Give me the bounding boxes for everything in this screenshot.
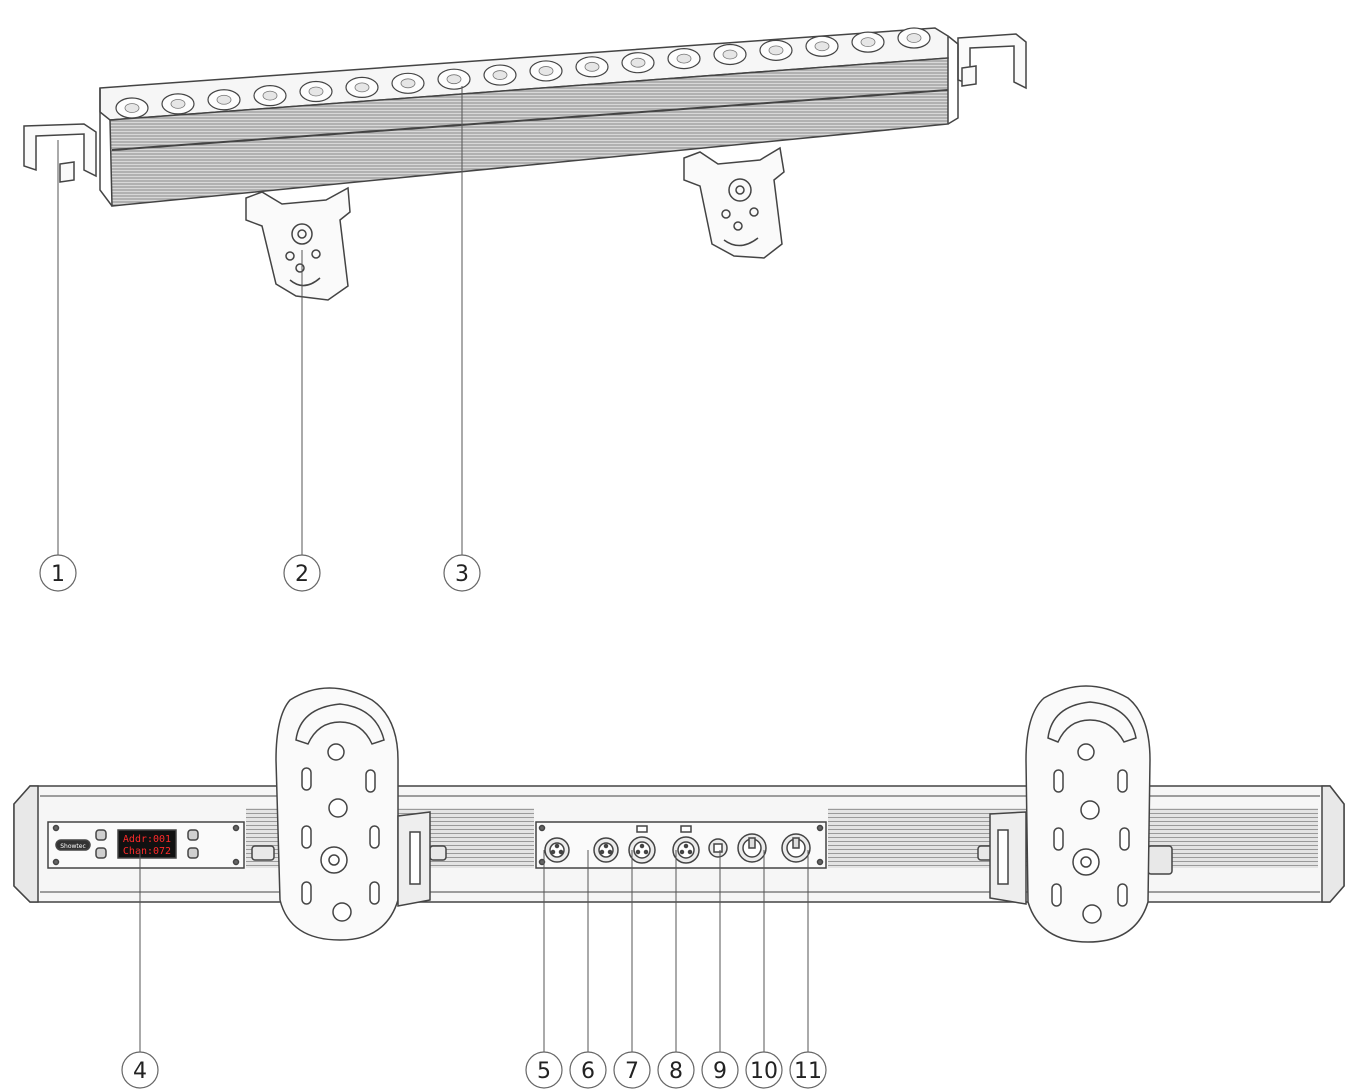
left-bracket-knob[interactable] (251, 845, 275, 861)
left-mounting-bracket (23, 123, 97, 183)
right-mounting-bracket (957, 33, 1027, 90)
callout-5: 5 (525, 1051, 563, 1089)
led-lens-center (262, 90, 278, 101)
menu-button[interactable] (95, 829, 107, 841)
callout-label: 1 (51, 562, 65, 587)
callout-9: 9 (701, 1051, 739, 1089)
callout-7: 7 (613, 1051, 651, 1089)
led-lens-center (722, 49, 738, 60)
callout-label: 3 (455, 562, 469, 587)
callout-1: 1 (39, 554, 77, 592)
dmx-out-3pin-connector (628, 825, 656, 864)
right-yoke-plate (989, 685, 1151, 943)
led-lens-center (400, 78, 416, 89)
oled-display (117, 829, 177, 859)
callout-label: 10 (750, 1059, 778, 1084)
callout-label: 6 (581, 1059, 595, 1084)
top-view (23, 27, 1027, 556)
callout-4: 4 (121, 1051, 159, 1089)
right-bracket-knob[interactable] (1147, 845, 1173, 875)
display-line-1: Addr:001 (123, 834, 171, 845)
led-lens-center (354, 82, 370, 93)
logo-text: Showtec (60, 843, 86, 850)
rear-view: Showtec Addr:001 Chan:072 (13, 685, 1345, 1052)
left-yoke-plate (275, 687, 431, 941)
led-lens-center (308, 86, 324, 97)
callout-8: 8 (657, 1051, 695, 1089)
right-end-cap (1321, 785, 1345, 903)
callout-label: 4 (133, 1059, 147, 1084)
enter-button[interactable] (187, 847, 199, 859)
callout-label: 7 (625, 1059, 639, 1084)
callout-label: 11 (794, 1059, 822, 1084)
led-lens-center (814, 41, 830, 52)
led-lens-center (492, 70, 508, 80)
led-lens-center (124, 103, 140, 113)
callout-11: 11 (789, 1051, 827, 1089)
callout-2: 2 (283, 554, 321, 592)
left-yoke (245, 186, 351, 301)
callout-label: 9 (713, 1059, 727, 1084)
led-lens-center (538, 66, 554, 76)
down-button[interactable] (187, 829, 199, 841)
display-line-2: Chan:072 (123, 846, 171, 857)
right-yoke (683, 146, 785, 259)
callout-label: 5 (537, 1059, 551, 1084)
power-in-connector (737, 833, 767, 863)
dmx-in-3pin-connector (544, 837, 570, 863)
fuse-holder (708, 838, 728, 858)
dmx-in-5pin-connector (593, 837, 619, 863)
leaders-bottom (139, 850, 809, 1052)
led-lens-center (170, 98, 186, 109)
led-lens-center (216, 94, 232, 105)
logo (55, 839, 91, 851)
callout-10: 10 (745, 1051, 783, 1089)
led-lens-center (630, 57, 646, 68)
led-lens-row (115, 27, 931, 119)
led-lens-center (906, 33, 922, 43)
led-lens-center (860, 37, 876, 48)
led-lens-center (584, 61, 600, 72)
led-lens-center (768, 45, 784, 56)
callout-label: 2 (295, 562, 309, 587)
callout-label: 8 (669, 1059, 683, 1084)
led-lens-center (676, 53, 692, 64)
left-end-cap (13, 785, 39, 903)
led-lens-center (446, 74, 462, 85)
callout-3: 3 (443, 554, 481, 592)
callout-6: 6 (569, 1051, 607, 1089)
up-button[interactable] (95, 847, 107, 859)
power-out-connector (781, 833, 811, 863)
dmx-out-5pin-connector (672, 825, 700, 864)
